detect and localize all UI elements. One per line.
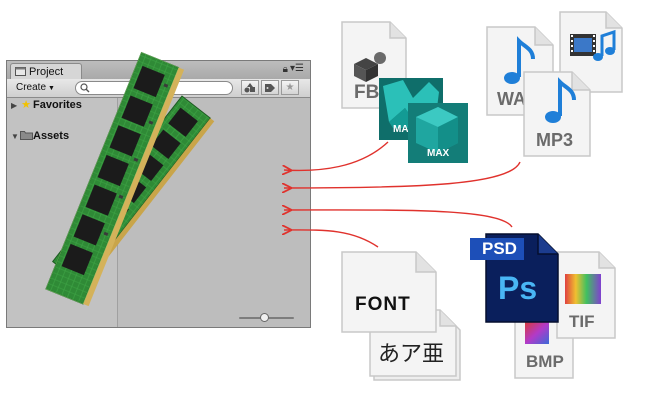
import-arrows bbox=[284, 141, 521, 248]
bmp-label: BMP bbox=[526, 352, 564, 371]
favorite-star-icon[interactable]: ★ bbox=[281, 80, 299, 95]
font-label: FONT bbox=[355, 294, 411, 315]
font-sample-label: あア亜 bbox=[378, 342, 445, 367]
thumbnail-size-slider[interactable] bbox=[239, 313, 294, 322]
tree-item-favorites[interactable]: ▶★Favorites bbox=[11, 98, 82, 112]
maya-label: MAYA bbox=[393, 124, 421, 135]
collapse-arrow-icon[interactable]: ▼ bbox=[11, 132, 19, 141]
max-label: MAX bbox=[427, 148, 450, 159]
max-logo-icon: MAX bbox=[408, 103, 468, 163]
tree-item-label: Assets bbox=[33, 130, 70, 142]
tif-label: TIF bbox=[569, 312, 595, 331]
tree-item-assets[interactable]: ▼ Assets bbox=[11, 129, 69, 143]
create-label: Create bbox=[16, 82, 47, 93]
star-icon: ★ bbox=[21, 99, 31, 111]
psd-label: PSD bbox=[482, 239, 517, 258]
menu-icon[interactable]: ▾☰ bbox=[290, 63, 304, 74]
psd-file-icon: PSD Ps bbox=[468, 232, 562, 326]
project-tab-icon bbox=[15, 67, 26, 76]
filter-by-label-icon[interactable] bbox=[261, 80, 279, 95]
ram-stick-front bbox=[45, 51, 185, 307]
video-file-icon bbox=[558, 10, 626, 96]
bottom-bar bbox=[118, 311, 310, 327]
lock-icon[interactable]: 🔒︎ bbox=[282, 64, 288, 75]
slider-knob[interactable] bbox=[259, 313, 269, 322]
filter-by-type-icon[interactable] bbox=[241, 80, 259, 95]
project-tab-label: Project bbox=[29, 66, 64, 78]
mp3-file-icon: MP3 bbox=[522, 70, 592, 158]
folder-icon bbox=[19, 129, 33, 143]
expand-arrow-icon[interactable]: ▶ bbox=[11, 101, 18, 110]
tif-file-icon: TIF bbox=[555, 250, 617, 340]
create-dropdown[interactable]: Create▼ bbox=[12, 81, 68, 95]
search-icon bbox=[80, 83, 90, 93]
dropdown-arrow-icon: ▼ bbox=[48, 85, 55, 92]
photoshop-logo-text: Ps bbox=[498, 270, 538, 306]
mp3-label: MP3 bbox=[536, 130, 574, 150]
tree-item-label: Favorites bbox=[33, 99, 82, 111]
font-file-icon: FONT bbox=[340, 250, 438, 334]
project-tab[interactable]: Project bbox=[10, 63, 82, 79]
